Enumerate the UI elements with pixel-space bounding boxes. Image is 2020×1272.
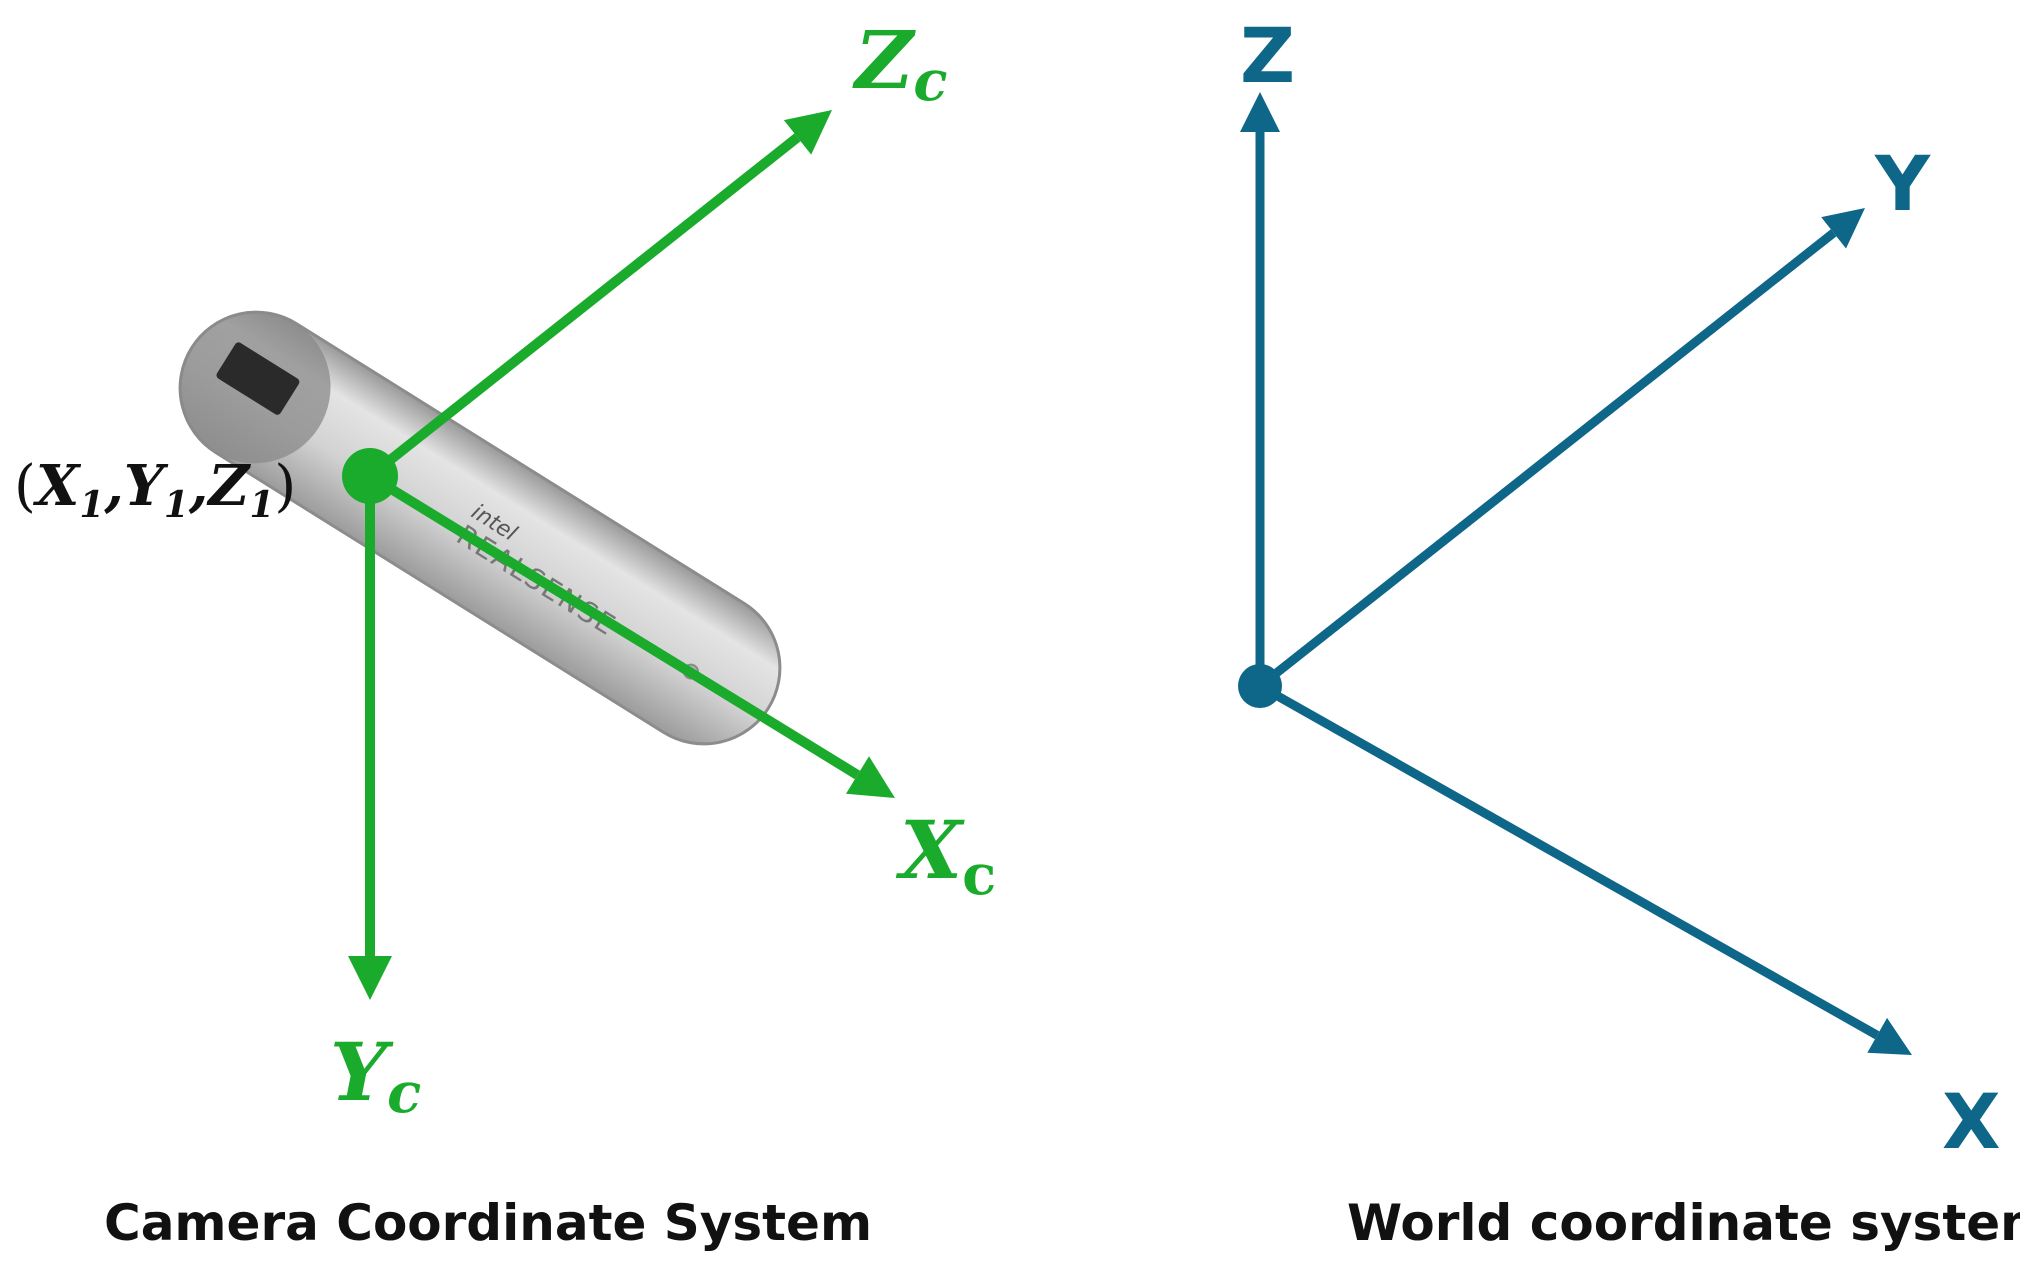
camera-caption: Camera Coordinate System [104, 1194, 872, 1252]
world-x-axis-label: X [1942, 1077, 2001, 1166]
camera-x-axis-label: Xc [895, 803, 996, 908]
camera-y-axis-arrow [348, 476, 392, 1000]
world-x-axis-arrow [1257, 682, 1912, 1055]
camera-z-axis-arrow-arrowhead [783, 110, 832, 155]
camera-axes [348, 110, 895, 1000]
camera-y-axis-arrow-arrowhead [348, 956, 392, 1000]
world-z-axis-label: Z [1240, 11, 1295, 100]
camera-z-axis-arrow-shaft [366, 133, 801, 480]
realsense-camera-device: intel REALSENSE [178, 310, 782, 746]
camera-x-axis-arrow-arrowhead [845, 756, 895, 798]
world-y-axis-arrow-shaft [1257, 229, 1837, 690]
camera-origin-point [342, 448, 398, 504]
world-origin-point [1238, 664, 1282, 708]
world-x-axis-arrow-arrowhead [1867, 1017, 1912, 1055]
camera-x-axis-arrow-shaft [367, 471, 861, 780]
camera-z-axis-label: Zc [852, 13, 948, 114]
world-x-axis-arrow-shaft [1257, 682, 1880, 1040]
camera-z-axis-arrow [366, 110, 832, 480]
camera-origin-label: (X1,Y1,Z1) [14, 453, 296, 526]
world-z-axis-arrow-arrowhead [1240, 92, 1280, 132]
camera-y-axis-label: Yc [330, 1025, 421, 1126]
camera-x-axis-arrow [367, 471, 895, 798]
world-y-axis-label: Y [1874, 139, 1931, 228]
world-z-axis-arrow [1240, 92, 1280, 686]
world-axes [1240, 92, 1912, 1055]
world-caption: World coordinate system [1347, 1194, 2020, 1252]
world-y-axis-arrow [1257, 208, 1865, 690]
world-y-axis-arrow-arrowhead [1821, 208, 1865, 249]
camera-usb-port [216, 342, 300, 415]
